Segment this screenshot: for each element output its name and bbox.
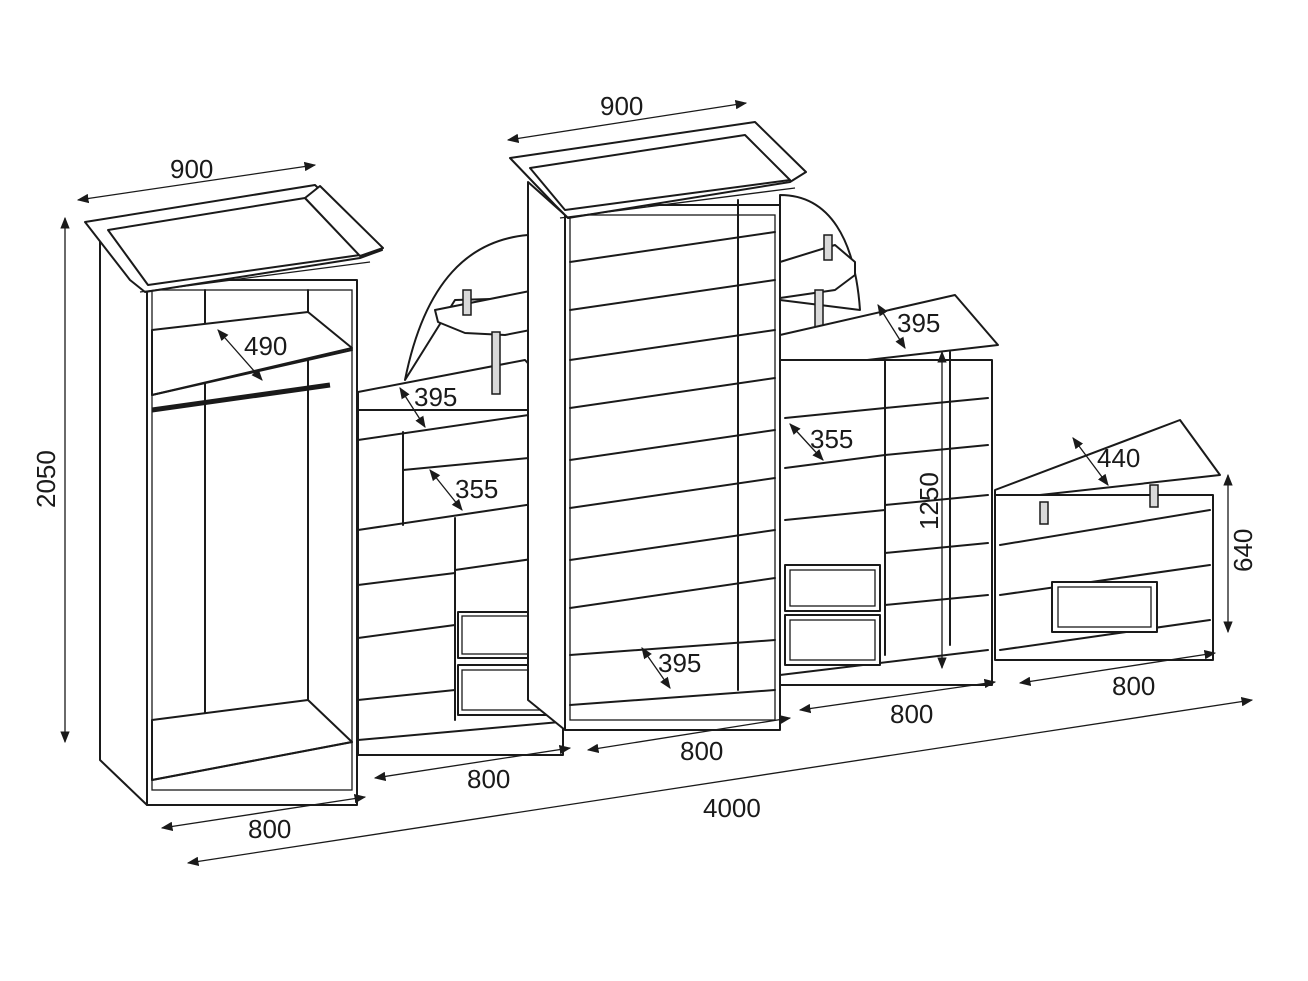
label-left-wardrobe-height: 2050 [31, 450, 61, 508]
label-right-shelf-inner-depth: 355 [810, 424, 853, 454]
label-left-wardrobe-width-bottom: 800 [248, 814, 291, 844]
label-left-shelf-width: 800 [467, 764, 510, 794]
central-tower [509, 121, 807, 731]
label-tower-width-top: 900 [600, 91, 643, 121]
left-wardrobe [84, 184, 384, 806]
label-tower-depth: 395 [658, 648, 701, 678]
label-tower-width: 800 [680, 736, 723, 766]
label-low-unit-width: 800 [1112, 671, 1155, 701]
label-low-unit-height: 640 [1228, 529, 1258, 572]
dimension-labels: 900 2050 490 800 395 355 800 900 395 800… [31, 91, 1258, 844]
label-right-shelf-width: 800 [890, 699, 933, 729]
label-total-width: 4000 [703, 793, 761, 823]
label-low-unit-depth: 440 [1097, 443, 1140, 473]
label-left-shelf-inner-depth: 355 [455, 474, 498, 504]
label-right-shelf-height: 1250 [914, 472, 944, 530]
label-left-wardrobe-depth: 490 [244, 331, 287, 361]
label-right-shelf-depth: 395 [897, 308, 940, 338]
dimension-lines [60, 99, 1254, 867]
label-left-shelf-depth: 395 [414, 382, 457, 412]
label-left-wardrobe-width-top: 900 [170, 154, 213, 184]
